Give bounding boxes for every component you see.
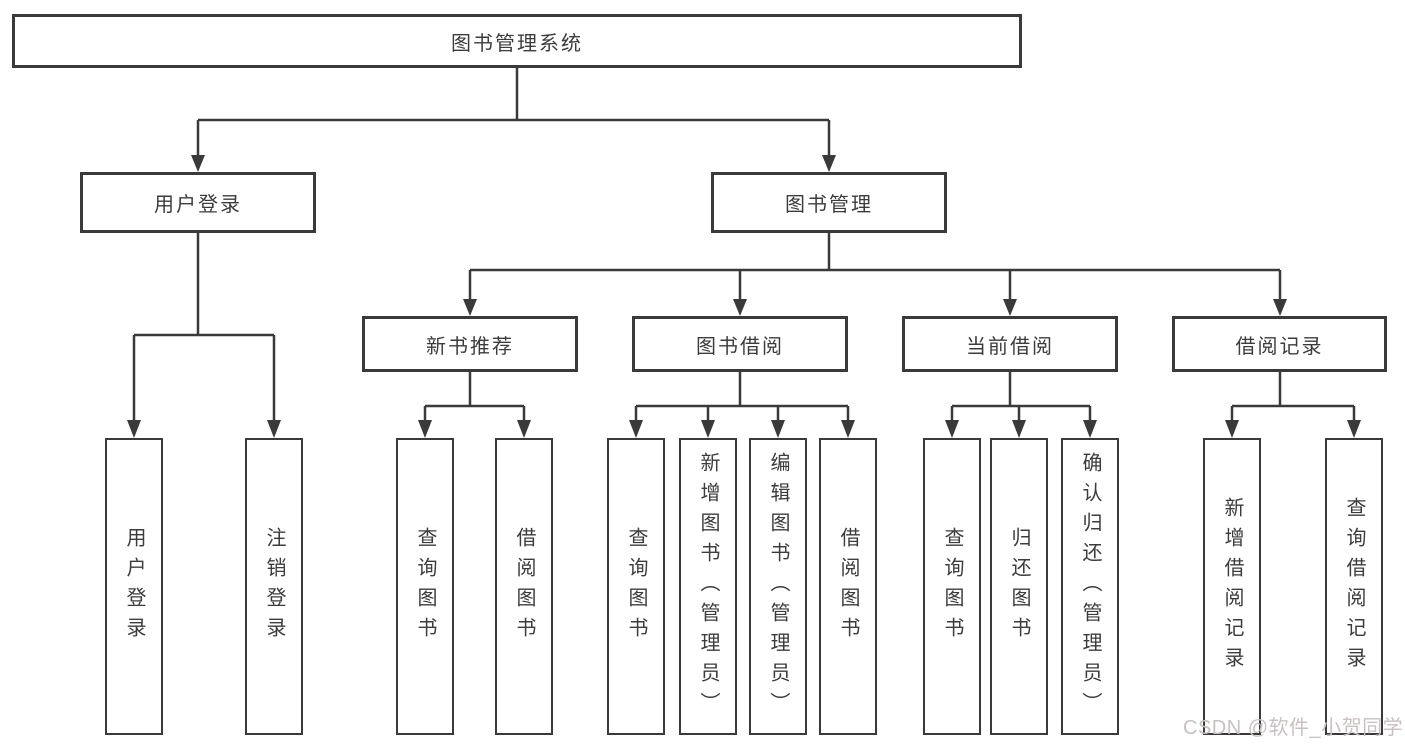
node-book-management: 图书管理 (711, 172, 947, 233)
node-borrow-records-label: 借阅记录 (1235, 335, 1324, 358)
leaf-query-books-1-label: 查询图书 (414, 526, 436, 647)
leaf-query-borrow-record-label: 查询借阅记录 (1343, 496, 1365, 677)
leaf-logout-label: 注销登录 (263, 526, 285, 647)
leaf-logout: 注销登录 (245, 438, 303, 735)
leaf-confirm-return-admin-label: 确认归还（管理员） (1079, 451, 1101, 722)
arrowheads (127, 155, 1361, 438)
node-book-borrow: 图书借阅 (632, 316, 848, 372)
leaf-query-borrow-record: 查询借阅记录 (1325, 438, 1383, 735)
connector-current-borrow-leaves (950, 372, 1092, 423)
leaf-return-books: 归还图书 (990, 438, 1048, 735)
leaf-add-book-admin-label: 新增图书（管理员） (697, 451, 719, 722)
leaf-borrow-books-1: 借阅图书 (495, 438, 553, 735)
connector-book-management-level3 (468, 233, 1282, 302)
node-user-login-label: 用户登录 (154, 194, 242, 216)
node-root-system: 图书管理系统 (12, 14, 1022, 68)
leaf-query-books-2: 查询图书 (607, 438, 665, 735)
leaf-edit-book-admin: 编辑图书（管理员） (749, 438, 807, 735)
node-new-book-recommend: 新书推荐 (362, 316, 578, 372)
leaf-confirm-return-admin: 确认归还（管理员） (1061, 438, 1119, 735)
leaf-query-books-3: 查询图书 (923, 438, 981, 735)
node-current-borrow-label: 当前借阅 (966, 335, 1054, 358)
connector-book-borrow-leaves (634, 372, 850, 423)
csdn-watermark: CSDN @软件_小贺同学 (1183, 717, 1404, 739)
node-current-borrow: 当前借阅 (902, 316, 1118, 372)
leaf-add-book-admin: 新增图书（管理员） (679, 438, 737, 735)
leaf-user-login: 用户登录 (105, 438, 163, 735)
node-user-login: 用户登录 (80, 172, 316, 233)
connector-new-book-leaves (423, 372, 526, 423)
leaf-borrow-books-2: 借阅图书 (819, 438, 877, 735)
leaf-user-login-label: 用户登录 (123, 526, 145, 647)
connector-root-to-level2 (196, 68, 831, 158)
connector-user-login-leaves (132, 233, 276, 423)
node-new-book-recommend-label: 新书推荐 (426, 335, 514, 358)
leaf-return-books-label: 归还图书 (1008, 526, 1030, 647)
leaf-borrow-books-2-label: 借阅图书 (837, 526, 859, 647)
leaf-borrow-books-1-label: 借阅图书 (513, 526, 535, 647)
leaf-query-books-3-label: 查询图书 (941, 526, 963, 647)
leaf-query-books-2-label: 查询图书 (625, 526, 647, 647)
leaf-add-borrow-record: 新增借阅记录 (1203, 438, 1261, 735)
leaf-query-books-1: 查询图书 (396, 438, 454, 735)
connector-borrow-records-leaves (1230, 372, 1356, 423)
node-borrow-records: 借阅记录 (1172, 316, 1387, 372)
node-root-system-label: 图书管理系统 (451, 32, 583, 55)
leaf-add-borrow-record-label: 新增借阅记录 (1221, 496, 1243, 677)
leaf-edit-book-admin-label: 编辑图书（管理员） (767, 451, 789, 722)
node-book-management-label: 图书管理 (785, 194, 873, 216)
node-book-borrow-label: 图书借阅 (696, 335, 784, 358)
